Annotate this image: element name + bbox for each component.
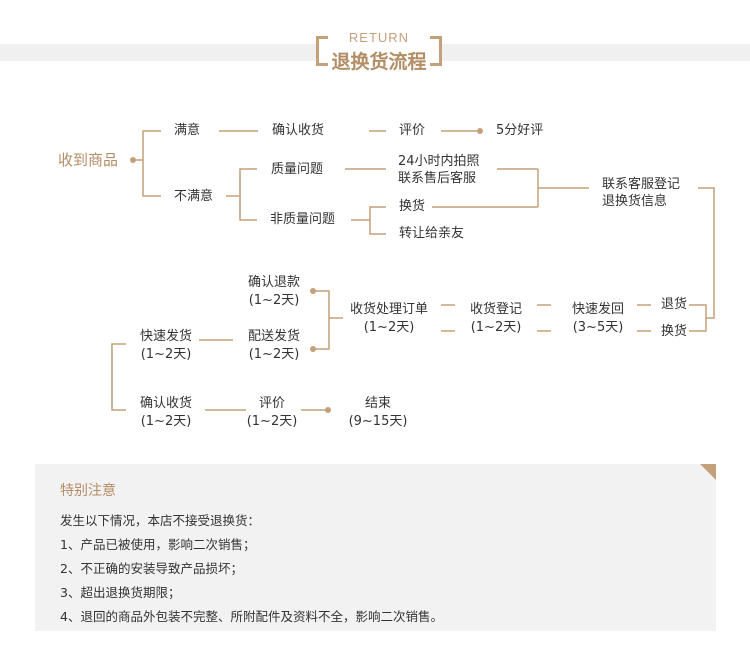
process-label: 收货处理订单 xyxy=(349,302,428,317)
ship-back-label: 快速发回 xyxy=(571,302,624,317)
connector-process-branch xyxy=(313,290,330,350)
notes-item: 4、退回的商品外包装不完整、所附配件及资料不全，影响二次销售。 xyxy=(60,609,443,624)
node-process-order: 收货处理订单 (1~2天) xyxy=(345,301,433,337)
dot-end xyxy=(325,407,331,413)
node-gift: 转让给亲友 xyxy=(399,226,465,241)
refund-time: (1~2天) xyxy=(248,293,300,308)
ship-back-time: (3~5天) xyxy=(572,320,624,335)
node-photo-line2: 联系售后客服 xyxy=(398,171,477,186)
dot-fivestar xyxy=(477,128,483,134)
node-deliver: 配送发货 (1~2天) xyxy=(242,328,306,364)
dot-deliver xyxy=(310,346,316,352)
node-exchange-2: 换货 xyxy=(661,324,688,339)
end-label: 结束 xyxy=(364,396,391,411)
connector-nonquality-branch xyxy=(369,206,386,235)
register-time: (1~2天) xyxy=(470,320,522,335)
node-received: 收到商品 xyxy=(58,151,119,169)
final-review-label: 评价 xyxy=(258,396,285,411)
node-five-star: 5分好评 xyxy=(496,123,544,138)
node-quality-issue: 质量问题 xyxy=(271,162,324,177)
dot-root xyxy=(130,157,136,163)
node-final-review: 评价 (1~2天) xyxy=(240,395,304,431)
final-review-time: (1~2天) xyxy=(246,414,298,429)
flow-connectors xyxy=(111,128,715,413)
node-refund: 确认退款 (1~2天) xyxy=(242,274,306,310)
connector-root-branch xyxy=(142,130,161,197)
node-satisfied: 满意 xyxy=(174,123,201,138)
connector-unsatisfied-branch xyxy=(239,168,257,221)
title-english: RETURN xyxy=(348,30,410,45)
notes-item: 1、产品已被使用，影响二次销售； xyxy=(60,537,256,552)
node-non-quality-issue: 非质量问题 xyxy=(270,212,336,227)
node-contact-line2: 退换货信息 xyxy=(602,194,668,209)
title-bracket-right xyxy=(430,36,442,66)
node-confirm-receipt: 确认收货 xyxy=(272,123,325,138)
register-label: 收货登记 xyxy=(469,302,522,317)
connector-contact-descent xyxy=(698,187,715,319)
node-ship-back: 快速发回 (3~5天) xyxy=(566,301,630,337)
node-exchange: 换货 xyxy=(399,199,426,214)
final-confirm-time: (1~2天) xyxy=(140,414,192,429)
node-end: 结束 (9~15天) xyxy=(344,395,412,431)
node-final-confirm: 确认收货 (1~2天) xyxy=(134,395,198,431)
end-time: (9~15天) xyxy=(348,414,408,429)
process-time: (1~2天) xyxy=(363,320,415,335)
fast-ship-label: 快速发货 xyxy=(139,329,192,344)
title-bracket-left xyxy=(316,36,328,66)
node-unsatisfied: 不满意 xyxy=(174,189,214,204)
node-return: 退货 xyxy=(661,297,688,312)
page-title: RETURN 退换货流程 xyxy=(316,30,442,73)
node-fast-ship: 快速发货 (1~2天) xyxy=(134,328,198,364)
node-contact-line1: 联系客服登记 xyxy=(602,177,681,192)
deliver-label: 配送发货 xyxy=(247,329,300,344)
fast-ship-time: (1~2天) xyxy=(140,347,192,362)
node-review: 评价 xyxy=(399,123,426,138)
refund-label: 确认退款 xyxy=(247,275,300,290)
node-register: 收货登记 (1~2天) xyxy=(464,301,528,337)
connector-left-descent xyxy=(111,343,126,411)
notes-item: 2、不正确的安装导致产品损坏； xyxy=(60,561,243,576)
notes-title: 特别注意 xyxy=(60,483,116,499)
deliver-time: (1~2天) xyxy=(248,347,300,362)
notes-intro: 发生以下情况，本店不接受退换货： xyxy=(60,513,261,528)
dot-refund xyxy=(310,288,316,294)
final-confirm-label: 确认收货 xyxy=(139,396,192,411)
connector-return-exchange xyxy=(689,304,707,332)
notes-item: 3、超出退换货期限； xyxy=(60,585,181,600)
notes-corner-triangle xyxy=(700,464,716,480)
title-chinese: 退换货流程 xyxy=(331,51,427,73)
node-photo-line1: 24小时内拍照 xyxy=(398,154,480,169)
special-notes-box: 特别注意 发生以下情况，本店不接受退换货： 1、产品已被使用，影响二次销售； 2… xyxy=(35,464,716,631)
